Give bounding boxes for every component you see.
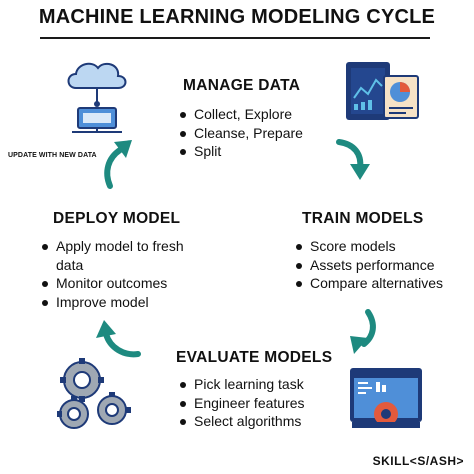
cycle-arrow-train-to-evaluate <box>350 309 376 354</box>
list-item: Split <box>178 142 303 161</box>
page-title: MACHINE LEARNING MODELING CYCLE <box>38 6 436 28</box>
manage-data-title: MANAGE DATA <box>183 77 301 94</box>
evaluate-models-list: Pick learning task Engineer features Sel… <box>178 375 305 431</box>
list-item: Compare alternatives <box>294 274 443 293</box>
monitor-gear-icon <box>350 368 422 428</box>
train-models-title: TRAIN MODELS <box>302 210 424 227</box>
train-models-list: Score models Assets performance Compare … <box>294 237 443 293</box>
list-item: Assets performance <box>294 256 443 275</box>
list-item: data <box>56 256 84 273</box>
cycle-arrow-deploy-to-manage <box>104 140 132 189</box>
gears-icon <box>57 358 131 429</box>
cloud-server-icon <box>67 62 127 133</box>
list-item: Apply model to fresh <box>40 237 184 256</box>
list-item: Score models <box>294 237 443 256</box>
list-item: Pick learning task <box>178 375 305 394</box>
update-note: UPDATE WITH NEW DATA <box>8 152 97 159</box>
list-item: Engineer features <box>178 394 305 413</box>
deploy-model-list: Apply model to fresh data Monitor outcom… <box>40 237 184 311</box>
list-item: Improve model <box>40 293 184 312</box>
manage-data-list: Collect, Explore Cleanse, Prepare Split <box>178 105 303 161</box>
list-item: Collect, Explore <box>178 105 303 124</box>
evaluate-models-title: EVALUATE MODELS <box>176 349 333 366</box>
list-item: Cleanse, Prepare <box>178 124 303 143</box>
cycle-arrow-evaluate-to-deploy <box>96 320 141 358</box>
list-item: Monitor outcomes <box>40 274 184 293</box>
title-divider <box>40 37 430 39</box>
list-item: Select algorithms <box>178 412 305 431</box>
deploy-model-title: DEPLOY MODEL <box>53 210 181 227</box>
cycle-arrow-manage-to-train <box>336 139 370 180</box>
dashboard-report-icon <box>346 62 419 120</box>
brand-logo: SKILL<S/ASH> <box>372 454 464 468</box>
